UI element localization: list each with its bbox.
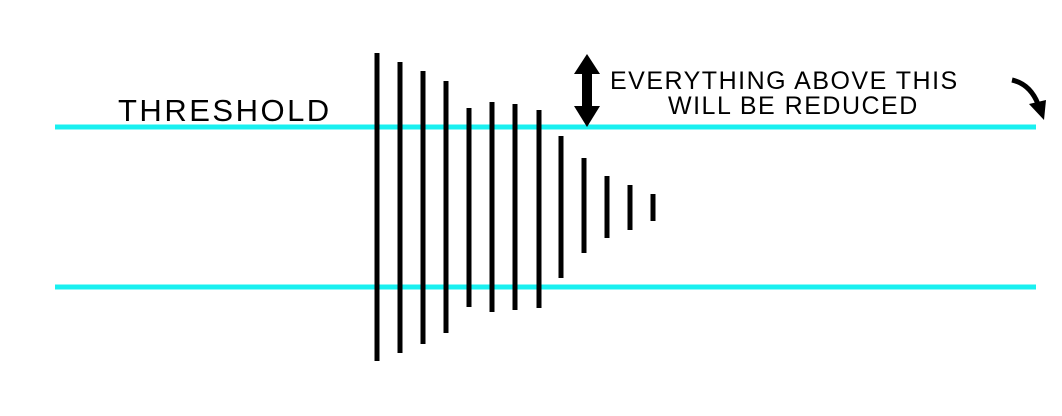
threshold-label: THRESHOLD <box>118 93 332 128</box>
double-arrow-icon <box>574 54 600 127</box>
note-line-1: EVERYTHING ABOVE THIS <box>610 67 959 95</box>
curved-arrow-icon <box>1011 77 1046 120</box>
note-line-2: WILL BE REDUCED <box>668 92 919 120</box>
waveform-bars <box>374 53 656 361</box>
